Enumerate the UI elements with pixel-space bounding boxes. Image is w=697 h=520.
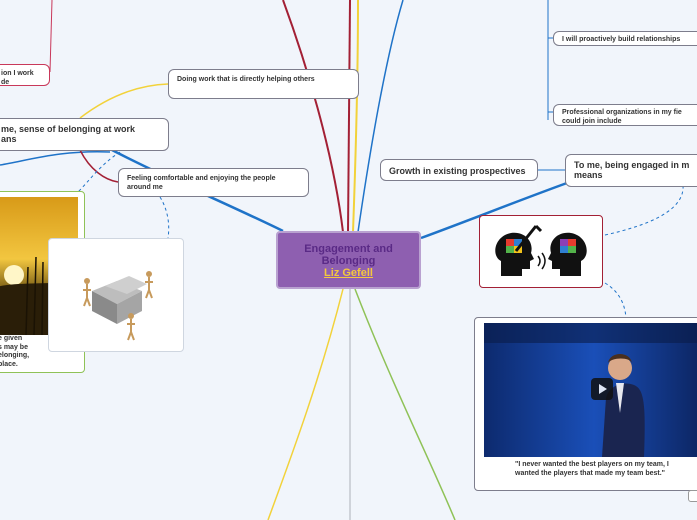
heads-puzzle-image: [486, 221, 596, 283]
video-thumbnail: [484, 323, 697, 457]
offscreen-node-edge: [688, 490, 697, 502]
doing-work-node[interactable]: Doing work that is directly helping othe…: [168, 69, 359, 99]
central-title: Engagement and Belonging: [304, 243, 393, 267]
sunset-caption: e given s may be elonging, place.: [0, 335, 30, 368]
video-quote-caption: "I never wanted the best players on my t…: [515, 461, 669, 477]
professional-orgs-node[interactable]: Professional organizations in my fie cou…: [553, 104, 697, 126]
puzzle-figures-image: [57, 246, 177, 346]
central-topic[interactable]: Engagement and Belonging Liz Gefell: [276, 231, 421, 289]
top-left-node[interactable]: ion I work de: [0, 64, 50, 86]
play-button[interactable]: [591, 378, 613, 400]
feeling-comfortable-node[interactable]: Feeling comfortable and enjoying the peo…: [118, 168, 309, 197]
author-link[interactable]: Liz Gefell: [324, 267, 373, 279]
play-icon: [599, 384, 607, 394]
engaged-node[interactable]: To me, being engaged in m means: [565, 154, 697, 187]
sense-belonging-node[interactable]: me, sense of belonging at work ans: [0, 118, 169, 151]
growth-node[interactable]: Growth in existing prospectives: [380, 159, 538, 181]
relationships-node[interactable]: I will proactively build relationships: [553, 31, 697, 46]
engagement-icon-node[interactable]: [479, 215, 603, 288]
puzzle-image-node[interactable]: [48, 238, 184, 352]
video-node[interactable]: "I never wanted the best players on my t…: [474, 317, 697, 491]
